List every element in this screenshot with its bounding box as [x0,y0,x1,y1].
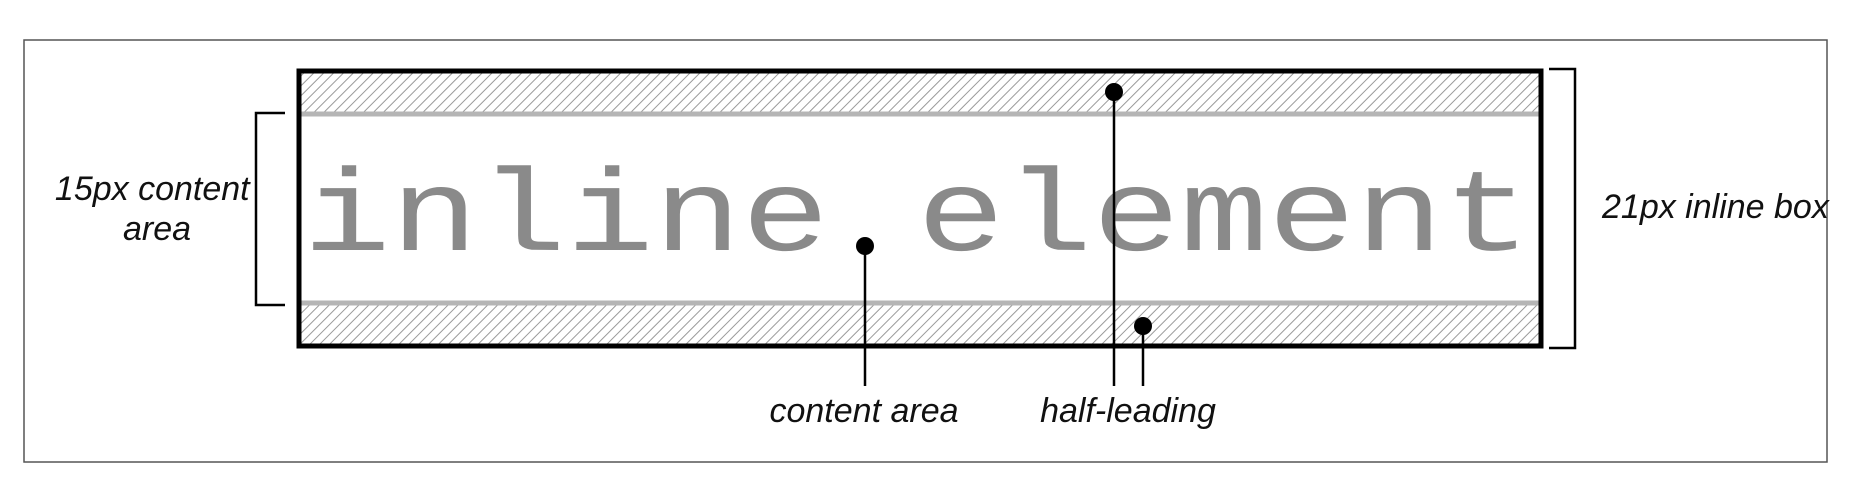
content-area-size-label: 15px content area [55,170,259,248]
inline-box-size-label: 21px inline box [1601,188,1830,226]
figure-frame [23,39,1828,463]
half-leading-label: half-leading [1040,392,1216,430]
half-leading-bottom-band [300,305,1540,345]
inline-box-outline [296,68,1544,349]
content-area-bracket [254,111,285,307]
half-leading-top-band [300,72,1540,112]
inline-element-sample-text: inline element [303,154,1531,286]
content-area-label: content area [769,392,958,430]
content-area-size-label-line-1: 15px content [55,170,251,208]
content-area-size-label-line-2: area [123,210,191,248]
inline-box-bracket [1549,67,1577,350]
